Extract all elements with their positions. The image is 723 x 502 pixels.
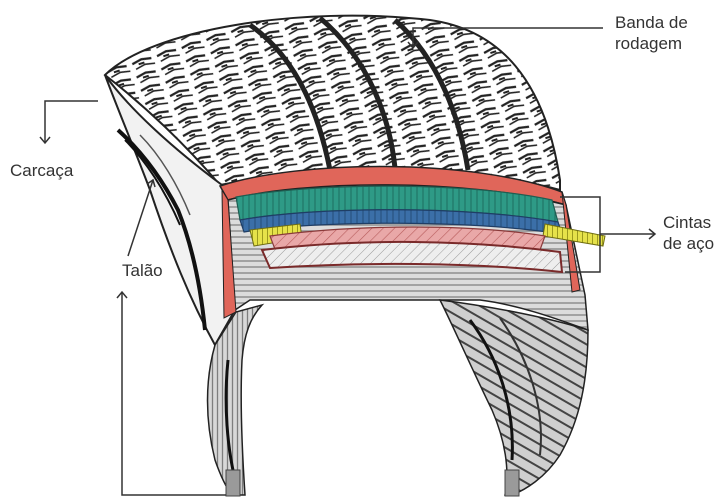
- label-carcaca-text: Carcaça: [10, 160, 73, 181]
- label-banda-line2: rodagem: [615, 33, 688, 54]
- label-carcaca: Carcaça: [10, 160, 73, 181]
- label-talao-text: Talão: [122, 260, 163, 281]
- label-cintas-line1: Cintas: [663, 212, 714, 233]
- label-cintas-line2: de aço: [663, 233, 714, 254]
- pointer-carcaca: [40, 101, 98, 143]
- label-cintas-de-aco: Cintas de aço: [663, 212, 714, 254]
- label-talao: Talão: [122, 260, 163, 281]
- label-banda-de-rodagem: Banda de rodagem: [615, 12, 688, 54]
- sidewall-right: [440, 300, 588, 495]
- label-banda-line1: Banda de: [615, 12, 688, 33]
